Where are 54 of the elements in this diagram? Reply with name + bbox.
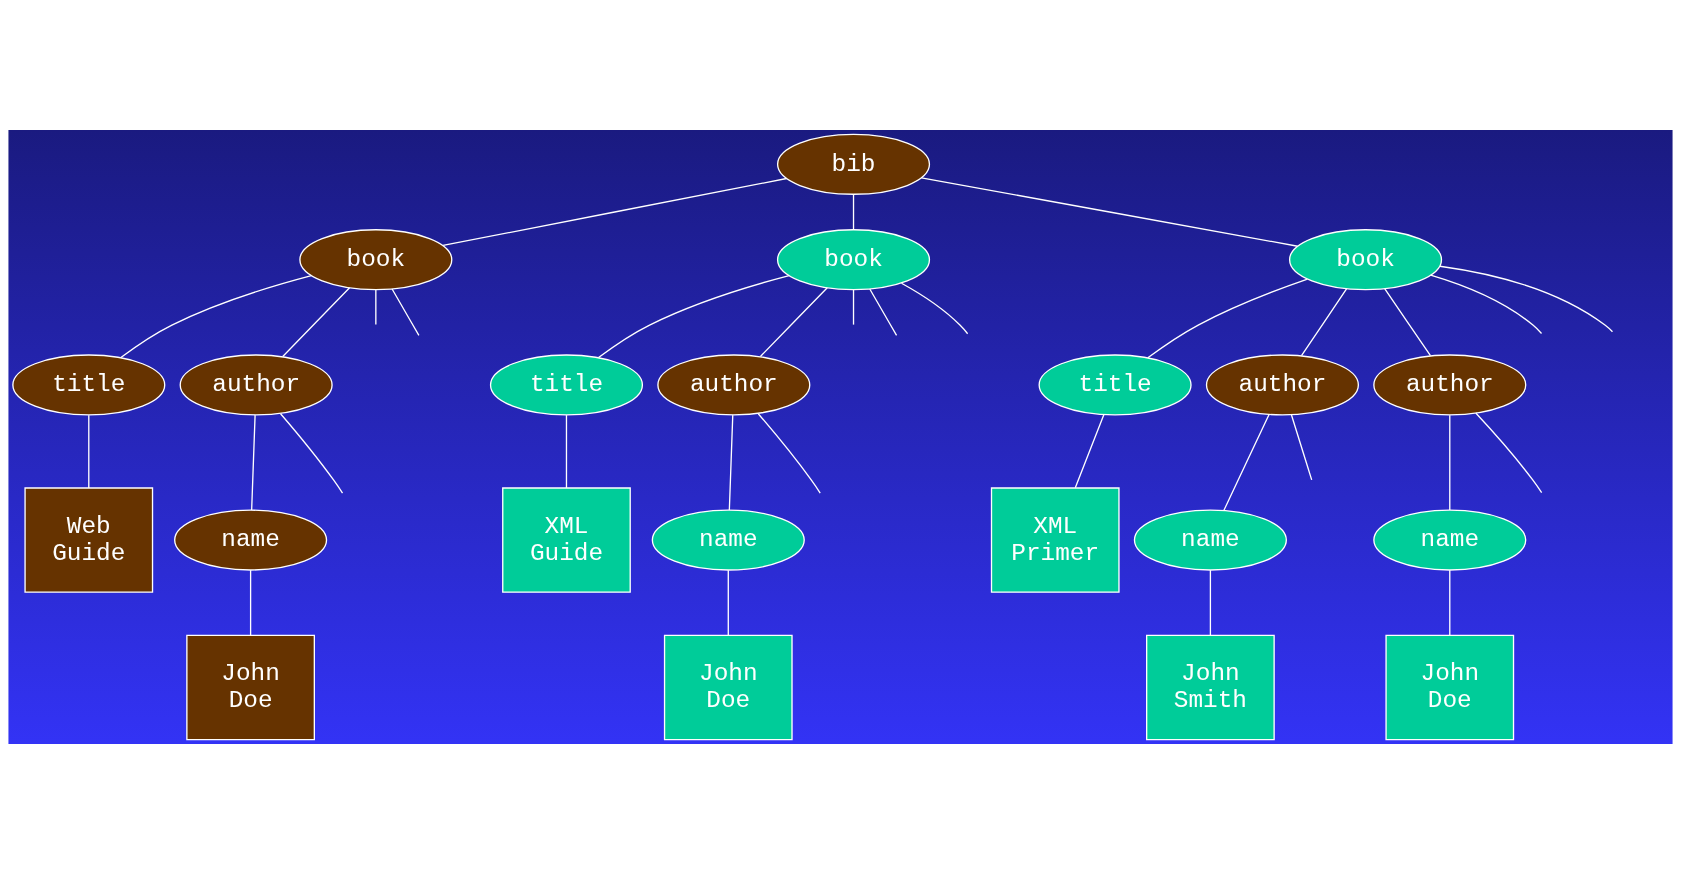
connector [279, 412, 344, 494]
connector [920, 176, 1299, 247]
node-ellipse: bib [776, 133, 931, 195]
connector [728, 413, 734, 511]
connector [869, 287, 898, 336]
node-ellipse: author [179, 353, 333, 415]
connector [1290, 413, 1313, 481]
connector [391, 287, 420, 336]
node-ellipse: author [1373, 353, 1527, 415]
connector [1449, 569, 1451, 636]
node-ellipse: book [776, 228, 931, 290]
node-box: XML Primer [990, 486, 1120, 593]
connector [597, 274, 790, 358]
connector [727, 569, 729, 636]
connector [759, 286, 828, 357]
node-ellipse: title [12, 353, 166, 415]
node-box: Web Guide [24, 486, 154, 593]
connector [1074, 413, 1105, 488]
connector [1147, 277, 1309, 358]
node-ellipse: name [1133, 509, 1287, 571]
connector [852, 288, 855, 325]
node-ellipse: author [1205, 353, 1359, 415]
connector [1429, 274, 1543, 334]
node-ellipse: book [1288, 228, 1443, 290]
connector [1439, 265, 1614, 332]
connector [375, 288, 377, 325]
node-ellipse: name [1373, 509, 1527, 571]
connector [1449, 413, 1451, 511]
connector [251, 413, 256, 511]
connector [1475, 411, 1543, 493]
node-ellipse: name [651, 509, 805, 571]
connector [1384, 287, 1432, 356]
connector [1223, 413, 1270, 511]
connector [900, 282, 969, 334]
connector [442, 177, 788, 246]
node-box: John Smith [1146, 634, 1275, 740]
connector [282, 286, 351, 357]
node-box: John Doe [186, 634, 315, 740]
connector [757, 412, 821, 494]
connector [565, 413, 568, 489]
node-ellipse: book [299, 228, 453, 290]
connector [249, 569, 252, 636]
node-box: John Doe [663, 634, 793, 740]
node-ellipse: title [489, 353, 644, 415]
connector [88, 413, 90, 489]
connector [1209, 569, 1212, 636]
connector [1300, 287, 1348, 356]
node-ellipse: title [1038, 353, 1192, 415]
node-ellipse: author [657, 353, 811, 415]
connector [852, 193, 855, 230]
connector [120, 274, 313, 358]
node-box: XML Guide [502, 486, 631, 593]
node-box: John Doe [1385, 634, 1515, 740]
node-ellipse: name [174, 509, 328, 571]
